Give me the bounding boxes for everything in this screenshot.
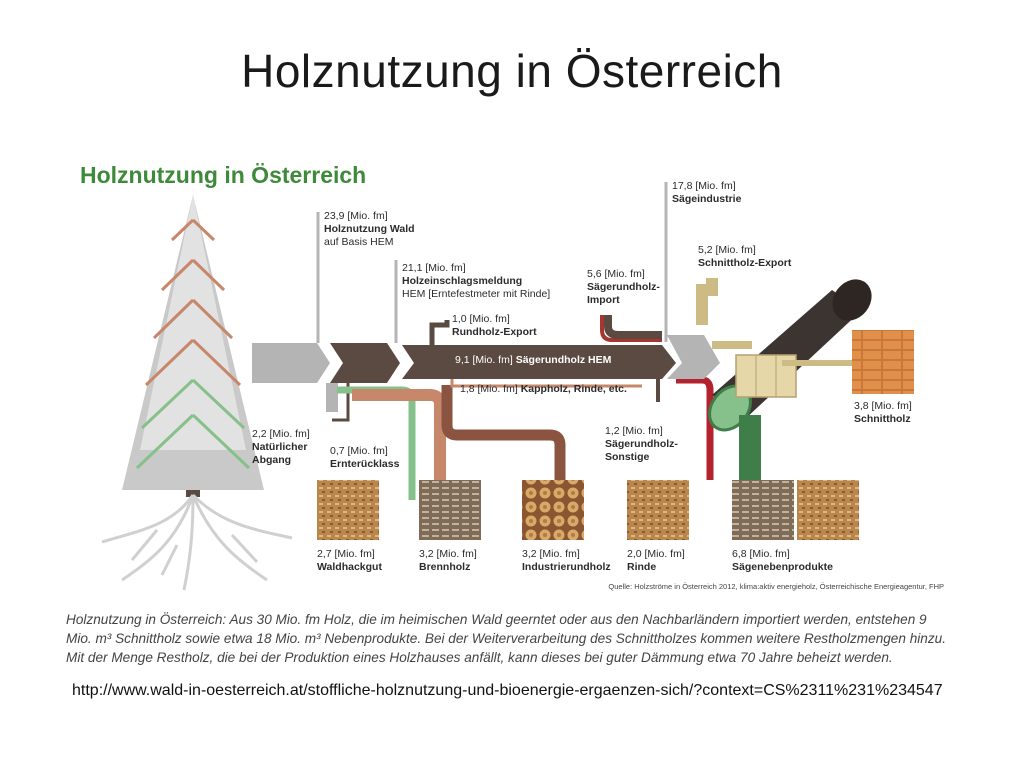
label-brennholz: 3,2 [Mio. fm] Brennholz [419,548,477,574]
value-saegerundholz-sonstige: 1,2 [Mio. fm] [605,425,663,437]
label-rinde: 2,0 [Mio. fm] Rinde [627,548,685,574]
value-natuerlicher-abgang: 2,2 [Mio. fm] [252,428,310,440]
brennholz-image [419,480,481,540]
value-kappholz: 1,8 [Mio. fm] [460,383,518,395]
flow-rundholz-export [429,320,450,345]
waldhackgut-image [317,480,379,540]
value-ernteruecklass: 0,7 [Mio. fm] [330,445,388,457]
name-kappholz: Kappholz, Rinde, etc. [520,383,627,395]
flow-rinde [676,376,714,480]
label-saegerundholz-hem: 9,1 [Mio. fm] Sägerundholz HEM [455,354,611,367]
name-rinde: Rinde [627,561,657,573]
name-rundholz-export: Rundholz-Export [452,326,537,338]
label-holzeinschlag: 21,1 [Mio. fm] Holzeinschlagsmeldung HEM… [402,262,550,301]
label-holznutzung-wald: 23,9 [Mio. fm] Holznutzung Wald auf Basi… [324,210,415,249]
label-schnittholz-export: 5,2 [Mio. fm] Schnittholz-Export [698,244,791,270]
name-ernteruecklass: Ernterücklass [330,458,400,470]
name-saegeindustrie: Sägeindustrie [672,193,742,205]
flow-saegerundholz-import [604,315,662,339]
sub-holzeinschlag: HEM [Erntefestmeter mit Rinde] [402,288,551,300]
flow-holznutzung-wald [252,343,330,383]
value-saegeindustrie: 17,8 [Mio. fm] [672,180,736,192]
saegenebenprodukte-image-2 [797,480,859,540]
sub-holznutzung-wald: auf Basis HEM [324,236,394,248]
value-industrierundholz: 3,2 [Mio. fm] [522,548,580,560]
value-saegenebenprodukte: 6,8 [Mio. fm] [732,548,790,560]
name1-saegerundholz-import: Sägerundholz- [587,281,660,293]
name-holznutzung-wald: Holznutzung Wald [324,223,415,235]
name-industrierundholz: Industrierundholz [522,561,611,573]
name2-saegerundholz-sonstige: Sonstige [605,451,650,463]
wood-flow-figure: Holznutzung in Österreich 23,9 [Mio. fm]… [62,150,964,600]
label-saegerundholz-import: 5,6 [Mio. fm] Sägerundholz- Import [587,268,660,307]
name-schnittholz-export: Schnittholz-Export [698,257,792,269]
value-schnittholz-export: 5,2 [Mio. fm] [698,244,756,256]
figure-caption: Holznutzung in Österreich: Aus 30 Mio. f… [66,612,946,665]
name-waldhackgut: Waldhackgut [317,561,382,573]
name-holzeinschlag: Holzeinschlagsmeldung [402,275,523,287]
label-kappholz: 1,8 [Mio. fm] Kappholz, Rinde, etc. [460,383,627,396]
name-brennholz: Brennholz [419,561,471,573]
value-waldhackgut: 2,7 [Mio. fm] [317,548,375,560]
flow-saegerundholz-hem [402,345,676,379]
name-saegenebenprodukte: Sägenebenprodukte [732,561,833,573]
flow-schnittholz-export [696,278,718,325]
source-url[interactable]: http://www.wald-in-oesterreich.at/stoffl… [72,682,943,699]
figure-source: Quelle: Holzströme in Österreich 2012, k… [608,582,944,591]
slide-title: Holznutzung in Österreich [241,45,783,97]
tree-illustration [101,195,293,591]
chevron-saegeindustrie [667,335,720,379]
name-schnittholz: Schnittholz [854,413,911,425]
industrierundholz-image [522,480,584,540]
label-rundholz-export: 1,0 [Mio. fm] Rundholz-Export [452,313,537,339]
label-industrierundholz: 3,2 [Mio. fm] Industrierundholz [522,548,611,574]
value-rinde: 2,0 [Mio. fm] [627,548,685,560]
name2-saegerundholz-import: Import [587,294,620,306]
label-schnittholz: 3,8 [Mio. fm] Schnittholz [854,400,912,426]
flow-kappholz [450,379,642,388]
value-saegerundholz-import: 5,6 [Mio. fm] [587,268,645,280]
flow-diagram-svg [101,182,914,591]
value-brennholz: 3,2 [Mio. fm] [419,548,477,560]
figure-title: Holznutzung in Österreich [80,162,367,188]
rinde-image [627,480,689,540]
value-holzeinschlag: 21,1 [Mio. fm] [402,262,466,274]
name2-natuerlicher-abgang: Abgang [252,454,292,466]
name1-saegerundholz-sonstige: Sägerundholz- [605,438,678,450]
flow-import-red [600,315,662,342]
label-ernteruecklass: 0,7 [Mio. fm] Ernterücklass [330,445,399,471]
value-holznutzung-wald: 23,9 [Mio. fm] [324,210,388,222]
flow-ernteruecklass [332,383,350,422]
schnittholz-image [852,330,914,394]
name-saegerundholz-hem: Sägerundholz HEM [515,354,612,366]
value-rundholz-export: 1,0 [Mio. fm] [452,313,510,325]
flow-industrierundholz [441,385,566,480]
name1-natuerlicher-abgang: Natürlicher [252,441,308,453]
label-waldhackgut: 2,7 [Mio. fm] Waldhackgut [317,548,382,574]
label-saegenebenprodukte: 6,8 [Mio. fm] Sägenebenprodukte [732,548,833,574]
label-saegeindustrie: 17,8 [Mio. fm] Sägeindustrie [672,180,741,206]
value-schnittholz: 3,8 [Mio. fm] [854,400,912,412]
flow-holzeinschlag [330,343,400,383]
label-natuerlicher-abgang: 2,2 [Mio. fm] Natürlicher Abgang [252,428,310,467]
saegenebenprodukte-image-1 [732,480,794,540]
flow-brennholz [352,389,446,480]
label-saegerundholz-sonstige: 1,2 [Mio. fm] Sägerundholz- Sonstige [605,425,678,464]
value-saegerundholz-hem: 9,1 [Mio. fm] [455,354,513,366]
